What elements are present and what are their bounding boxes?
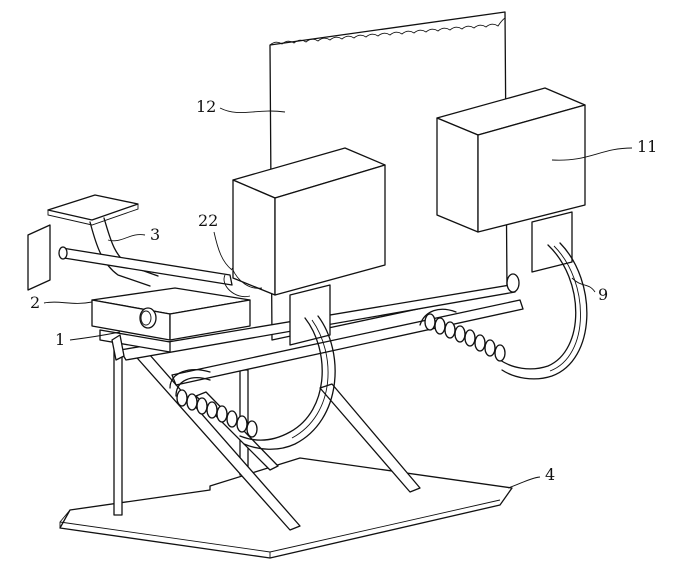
left-spring [176, 389, 258, 438]
label-3: 3 [150, 225, 160, 244]
left-hook-assembly [169, 315, 336, 450]
right-hook-assembly [419, 242, 588, 380]
label-9: 9 [598, 285, 608, 304]
label-4: 4 [545, 465, 555, 484]
clamp-assembly [91, 287, 251, 361]
label-11: 11 [637, 137, 657, 156]
leader-lines [43, 107, 633, 489]
label-12: 12 [196, 97, 216, 116]
label-22: 22 [198, 211, 218, 230]
base-plate [59, 457, 513, 559]
left-motor-box [223, 147, 386, 346]
reference-labels: 12 11 3 22 2 1 9 4 [30, 97, 657, 484]
right-motor-box [436, 87, 586, 293]
handle-bracket [27, 194, 233, 291]
label-2: 2 [30, 293, 40, 312]
right-spring [424, 313, 506, 362]
label-1: 1 [55, 330, 65, 349]
